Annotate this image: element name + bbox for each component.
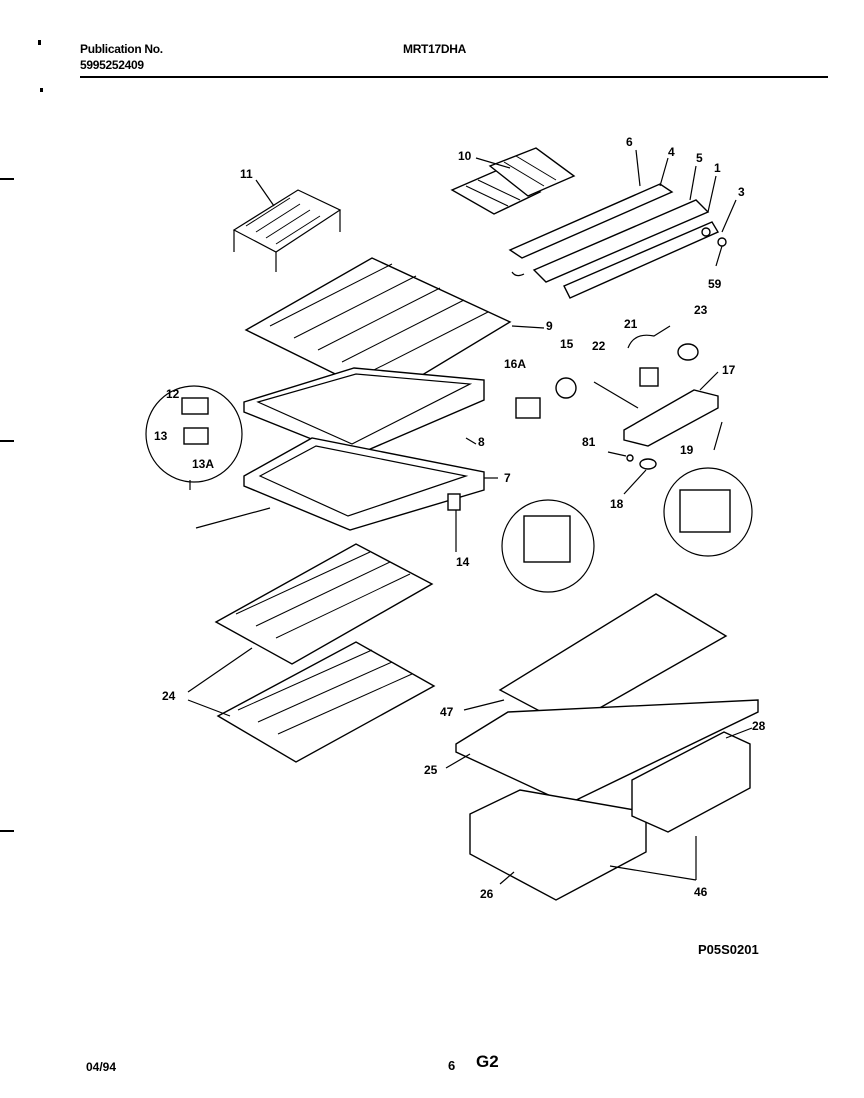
callout-13: 13 (154, 429, 168, 443)
model-number: MRT17DHA (403, 42, 466, 56)
callout-17: 17 (722, 363, 736, 377)
drawing-code: P05S0201 (698, 942, 759, 957)
margin-mark (0, 440, 14, 442)
callout-12: 12 (166, 387, 180, 401)
callout-24: 24 (162, 689, 176, 703)
callout-46: 46 (694, 885, 708, 899)
detail-circle (501, 499, 595, 593)
callout-4: 4 (668, 145, 675, 159)
callout-9: 9 (546, 319, 553, 333)
divider-part (243, 437, 485, 531)
leader-lines (187, 149, 753, 885)
cold-control-rail-part (508, 183, 727, 299)
publication-label: Publication No. (80, 42, 163, 56)
callout-25: 25 (424, 763, 438, 777)
margin-mark (0, 178, 14, 180)
switch-part (447, 493, 461, 511)
fastener-part (626, 454, 657, 470)
callout-5: 5 (696, 151, 703, 165)
margin-mark (38, 40, 41, 45)
callout-28: 28 (752, 719, 766, 733)
ice-tray-part (450, 147, 576, 215)
wire-rack-part (232, 189, 342, 272)
callout-15: 15 (560, 337, 574, 351)
callout-26: 26 (480, 887, 494, 901)
crisper-cover-part (455, 699, 759, 805)
callout-labels: 11 10 6 4 5 1 3 59 9 21 23 15 16A 22 17 … (154, 135, 766, 901)
light-bulb-part (515, 377, 577, 419)
callout-11: 11 (240, 167, 253, 181)
callout-22: 22 (592, 339, 606, 353)
footer-date: 04/94 (86, 1060, 117, 1074)
footer-page-number: 6 (448, 1058, 456, 1073)
callout-7: 7 (504, 471, 511, 485)
control-part (593, 325, 699, 409)
callout-47: 47 (440, 705, 454, 719)
callout-81: 81 (582, 435, 596, 449)
detail-circle (663, 467, 753, 557)
callout-14: 14 (456, 555, 470, 569)
evaporator-cover-part (243, 367, 485, 457)
publication-number: 5995252409 (80, 58, 144, 72)
callout-23: 23 (694, 303, 708, 317)
callout-19: 19 (680, 443, 694, 457)
refrigerator-shelf-part (214, 543, 436, 763)
footer-section-code: G2 (476, 1052, 499, 1071)
detail-circle (145, 385, 243, 483)
light-housing-part (623, 389, 719, 447)
header-rule (80, 76, 828, 78)
margin-mark (40, 88, 43, 92)
callout-21: 21 (624, 317, 638, 331)
callout-3: 3 (738, 185, 745, 199)
callout-59: 59 (708, 277, 722, 291)
callout-10: 10 (458, 149, 472, 163)
callout-16a: 16A (504, 357, 526, 371)
callout-8: 8 (478, 435, 485, 449)
margin-mark (0, 830, 14, 832)
callout-1: 1 (714, 161, 721, 175)
callout-6: 6 (626, 135, 633, 149)
callout-18: 18 (610, 497, 624, 511)
callout-13a: 13A (192, 457, 214, 471)
